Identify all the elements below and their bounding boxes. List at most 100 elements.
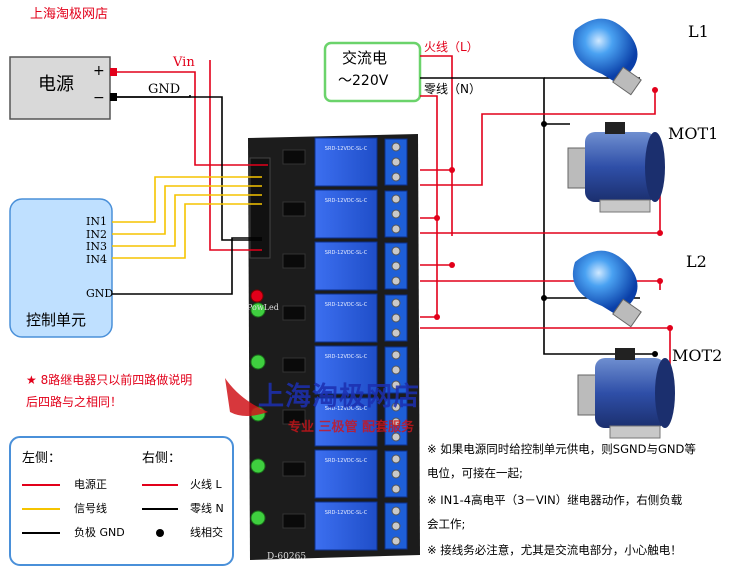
terminal-screw bbox=[391, 172, 401, 182]
motor-mot1 bbox=[567, 122, 665, 213]
terminal-screw bbox=[391, 365, 401, 375]
load-mot2-label: MOT2 bbox=[672, 346, 723, 365]
terminal-screw bbox=[391, 454, 401, 464]
motor-mot2 bbox=[577, 348, 675, 439]
neutral-wire-label: 零线（N） bbox=[424, 82, 481, 96]
relay-module bbox=[314, 501, 378, 551]
terminal-screw bbox=[391, 432, 401, 442]
load-l1-label: L1 bbox=[688, 22, 709, 41]
watermark-title: 上海淘极网店 bbox=[258, 382, 421, 412]
power-led-label: PowLed bbox=[247, 303, 279, 312]
relay-module bbox=[314, 189, 378, 239]
channel-led bbox=[250, 354, 266, 370]
legend-left-item: 负极 GND bbox=[74, 526, 125, 539]
terminal-screw bbox=[391, 276, 401, 286]
relay-module bbox=[314, 293, 378, 343]
legend-right-item: 火线 L bbox=[190, 478, 222, 491]
terminal-screw bbox=[391, 298, 401, 308]
pin-in2: IN2 bbox=[86, 228, 107, 241]
note-line: 电位，可接在一起; bbox=[427, 466, 523, 480]
load-l2-label: L2 bbox=[686, 252, 707, 271]
power-supply-label: 电源 bbox=[38, 74, 74, 95]
star-note-line2: 后四路与之相同！ bbox=[26, 395, 123, 409]
terminal-screw bbox=[391, 224, 401, 234]
legend-right-item: 零线 N bbox=[190, 502, 224, 515]
terminal-screw bbox=[391, 142, 401, 152]
optocoupler bbox=[282, 357, 306, 373]
live-wire-label: 火线（L） bbox=[424, 40, 479, 54]
relay-model-text: SRD-12VDC-SL-C bbox=[325, 458, 368, 464]
note-line: ※ 如果电源同时给控制单元供电，则SGND与GND等 bbox=[427, 442, 696, 456]
power-plus: + bbox=[93, 63, 105, 79]
relay-model-text: SRD-12VDC-SL-C bbox=[325, 302, 368, 308]
optocoupler bbox=[282, 201, 306, 217]
junction-dots bbox=[434, 87, 673, 357]
relay-module bbox=[314, 397, 378, 447]
pin-in1: IN1 bbox=[86, 215, 107, 228]
terminal-screw bbox=[391, 246, 401, 256]
terminal-screw bbox=[391, 328, 401, 338]
optocoupler bbox=[282, 149, 306, 165]
terminal-screw bbox=[391, 521, 401, 531]
relay-model-text: SRD-12VDC-SL-C bbox=[325, 406, 368, 412]
control-unit-label: 控制单元 bbox=[26, 311, 87, 329]
note-line: 会工作; bbox=[427, 517, 466, 531]
terminal-screw bbox=[391, 313, 401, 323]
right-wires bbox=[420, 55, 671, 391]
relay-module bbox=[314, 449, 378, 499]
star-note-line1: ★ 8路继电器只以前四路做说明 bbox=[26, 373, 193, 387]
terminal-screw bbox=[391, 506, 401, 516]
left-wires bbox=[112, 60, 268, 295]
optocoupler bbox=[282, 305, 306, 321]
pin-in3: IN3 bbox=[86, 240, 107, 253]
gnd-label: GND bbox=[148, 82, 181, 97]
optocoupler bbox=[282, 409, 306, 425]
relay-model-text: SRD-12VDC-SL-C bbox=[325, 198, 368, 204]
pin-in4: IN4 bbox=[86, 253, 107, 266]
power-led bbox=[250, 289, 264, 303]
board-model: D-60265 bbox=[267, 552, 307, 562]
watermark-subtitle: 专业 三极管 配套服务 bbox=[288, 420, 415, 435]
relay-model-text: SRD-12VDC-SL-C bbox=[325, 354, 368, 360]
channel-led bbox=[250, 302, 266, 318]
optocoupler bbox=[282, 513, 306, 529]
optocoupler bbox=[282, 461, 306, 477]
ac-source-line2: ～220V bbox=[338, 73, 389, 89]
relay-model-text: SRD-12VDC-SL-C bbox=[325, 510, 368, 516]
legend-left-item: 电源正 bbox=[74, 478, 107, 491]
load-mot1-label: MOT1 bbox=[668, 124, 719, 143]
relay-model-text: SRD-12VDC-SL-C bbox=[325, 250, 368, 256]
vin-label: Vin bbox=[173, 55, 195, 70]
ac-source-line1: 交流电 bbox=[342, 49, 388, 67]
note-line: ※ IN1-4高电平（3－VIN）继电器动作，右侧负载 bbox=[427, 493, 683, 507]
terminal-screw bbox=[391, 209, 401, 219]
relay-board: SRD-12VDC-SL-C SRD-12VDC-SL-C SRD-12VDC-SL… bbox=[248, 134, 420, 560]
pin-gnd: GND bbox=[86, 287, 114, 300]
legend-left-item: 信号线 bbox=[74, 502, 107, 515]
power-minus: − bbox=[93, 90, 105, 106]
bulb-l2 bbox=[572, 250, 642, 328]
terminal-screw bbox=[391, 469, 401, 479]
terminal-screw bbox=[391, 350, 401, 360]
terminal-screw bbox=[391, 484, 401, 494]
power-supply bbox=[9, 56, 117, 120]
relay-model-text: SRD-12VDC-SL-C bbox=[325, 146, 368, 152]
terminal-screw bbox=[391, 417, 401, 427]
terminal-screw bbox=[391, 157, 401, 167]
terminal-screw bbox=[391, 194, 401, 204]
terminal-screw bbox=[391, 261, 401, 271]
legend-right-title: 右侧： bbox=[142, 451, 182, 466]
channel-led bbox=[250, 458, 266, 474]
terminal-screw bbox=[391, 380, 401, 390]
legend-left-title: 左侧： bbox=[22, 451, 62, 466]
relay-module bbox=[314, 241, 378, 291]
terminal-screw bbox=[391, 402, 401, 412]
relay-module bbox=[314, 345, 378, 395]
legend-box bbox=[9, 436, 234, 566]
channel-led bbox=[250, 510, 266, 526]
ac-source-box bbox=[323, 41, 422, 103]
relay-module bbox=[314, 137, 378, 187]
control-unit-box bbox=[9, 198, 113, 338]
note-line: ※ 接线务必注意，尤其是交流电部分，小心触电！ bbox=[427, 543, 682, 557]
